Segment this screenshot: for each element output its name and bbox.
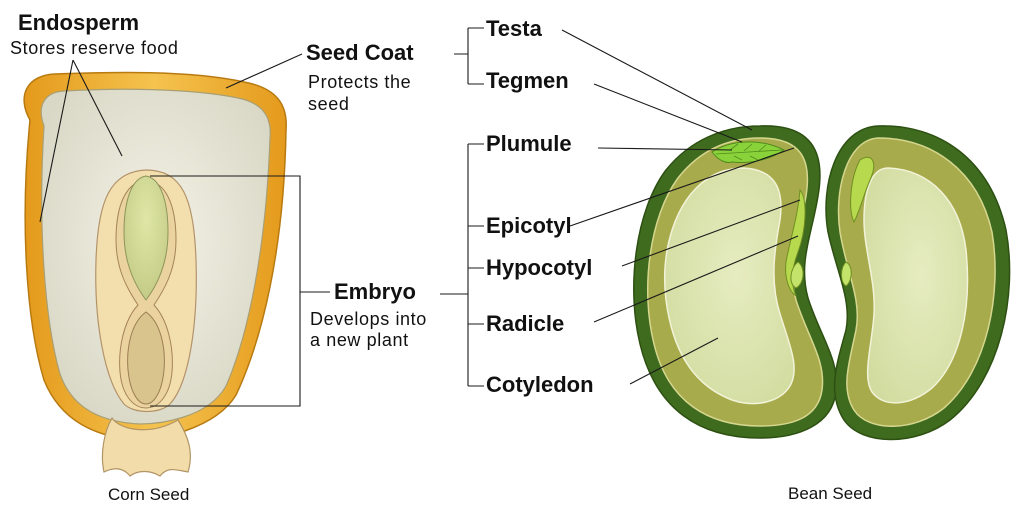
- seed-coat-description-line1: Protects the: [308, 72, 412, 92]
- bean-left-cotyledon: [664, 167, 795, 405]
- corn-seed-caption: Corn Seed: [108, 485, 190, 504]
- embryo-description-line1: Develops into: [310, 309, 427, 329]
- corn-radicle: [127, 311, 165, 405]
- bean-left-radicle: [790, 261, 804, 289]
- radicle-leader: [593, 235, 799, 323]
- testa-label: Testa: [486, 16, 542, 41]
- plumule-label: Plumule: [486, 131, 572, 156]
- epicotyl-leader: [569, 147, 795, 227]
- hypocotyl-label: Hypocotyl: [486, 255, 593, 280]
- tegmen-label: Tegmen: [486, 68, 569, 93]
- seed-coat-description-line2: seed: [308, 94, 350, 114]
- bean-right-cotyledon: [863, 167, 969, 404]
- seed-coat-leader: [225, 53, 303, 89]
- corn-tip-cap: [101, 416, 191, 477]
- bean-seed-caption: Bean Seed: [788, 484, 873, 503]
- bean-right-axis: [850, 156, 875, 224]
- cotyledon-label: Cotyledon: [486, 372, 594, 397]
- endosperm-label: Endosperm: [18, 10, 140, 35]
- hypocotyl-leader: [621, 199, 801, 267]
- leader-lines: [39, 27, 801, 407]
- radicle-label: Radicle: [486, 311, 565, 336]
- seed-coat-label: Seed Coat: [306, 40, 414, 65]
- embryo-description-line2: a new plant: [310, 330, 409, 350]
- bean-right-radicle: [841, 261, 852, 287]
- bean-seed: [633, 125, 1011, 441]
- epicotyl-label: Epicotyl: [486, 213, 572, 238]
- endosperm-leader: [39, 59, 123, 223]
- embryo-label: Embryo: [334, 279, 416, 304]
- bean-plumule-leaf-vein: [715, 143, 783, 161]
- plumule-leader: [597, 147, 733, 151]
- tegmen-leader: [593, 83, 743, 143]
- embryo-parts-bracket: [440, 143, 484, 387]
- corn-seed: [23, 71, 287, 477]
- cotyledon-leader: [629, 337, 719, 385]
- corn-plumule: [123, 175, 169, 301]
- seed-coat-bracket: [454, 27, 484, 85]
- testa-leader: [561, 29, 753, 131]
- endosperm-description: Stores reserve food: [10, 38, 179, 58]
- corn-embryo-bracket: [150, 175, 330, 407]
